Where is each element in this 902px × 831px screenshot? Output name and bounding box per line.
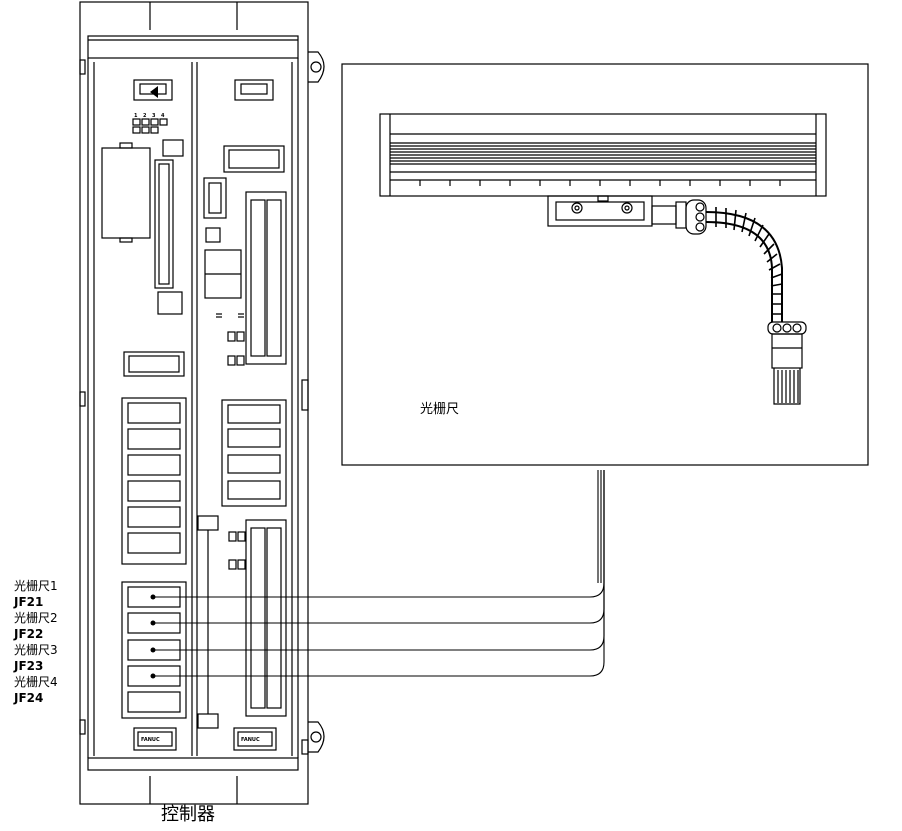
status-leds [132,118,168,134]
scale-4-label: 光栅尺4 [14,674,58,689]
wire-jf24 [153,470,605,677]
port-stack-upper [121,397,187,565]
mounting-ear-top [308,51,325,83]
top-connector-right [234,79,274,101]
scale-2-label: 光栅尺2 [14,610,58,625]
jf23-label: JF23 [13,659,43,673]
scale-3-label: 光栅尺3 [14,642,58,657]
wire-jf22 [153,470,605,624]
scale-1-label: 光栅尺1 [14,578,58,593]
top-connector-left [133,79,173,101]
controller-title: 控制器 [161,804,215,825]
connection-labels: 光栅尺1 JF21 光栅尺2 JF22 光栅尺3 JF23 光栅尺4 JF24 [13,578,58,705]
led-number-3: 3 [152,113,156,119]
wire-jf21 [153,470,605,598]
fanuc-logo-left: FANUC [141,737,160,743]
memory-slot [154,159,174,289]
small-switch [162,139,184,157]
mounting-ear-bottom [308,721,325,753]
right-display [223,145,285,173]
fuse-holder [203,177,227,219]
fanuc-logo-right: FANUC [241,737,260,743]
large-connector-lower [245,519,287,717]
large-connector-upper [245,191,287,365]
controller-unit [79,1,325,805]
connection-wires [153,470,605,677]
bottom-connector-right [233,727,277,751]
controller-housing [79,1,309,805]
scale-detail-panel [341,63,869,466]
led-number-4: 4 [161,113,165,119]
battery-slot [101,147,151,239]
bottom-connector-left [133,727,177,751]
led-numbers: 1 2 3 4 [134,113,165,119]
display-window [123,351,185,377]
led-number-1: 1 [134,113,138,119]
jf24-label: JF24 [13,691,43,705]
linear-scale [379,113,827,197]
scale-cable [705,207,807,405]
scale-caption: 光栅尺 [420,402,459,417]
led-number-2: 2 [143,113,147,119]
pin-jf24 [150,673,156,679]
pin-jf23 [150,647,156,653]
jf21-label: JF21 [13,595,43,609]
pin-jf22 [150,620,156,626]
pin-jf21 [150,594,156,600]
jf22-label: JF22 [13,627,43,641]
right-port-stack [221,399,287,507]
reading-head [547,195,707,235]
